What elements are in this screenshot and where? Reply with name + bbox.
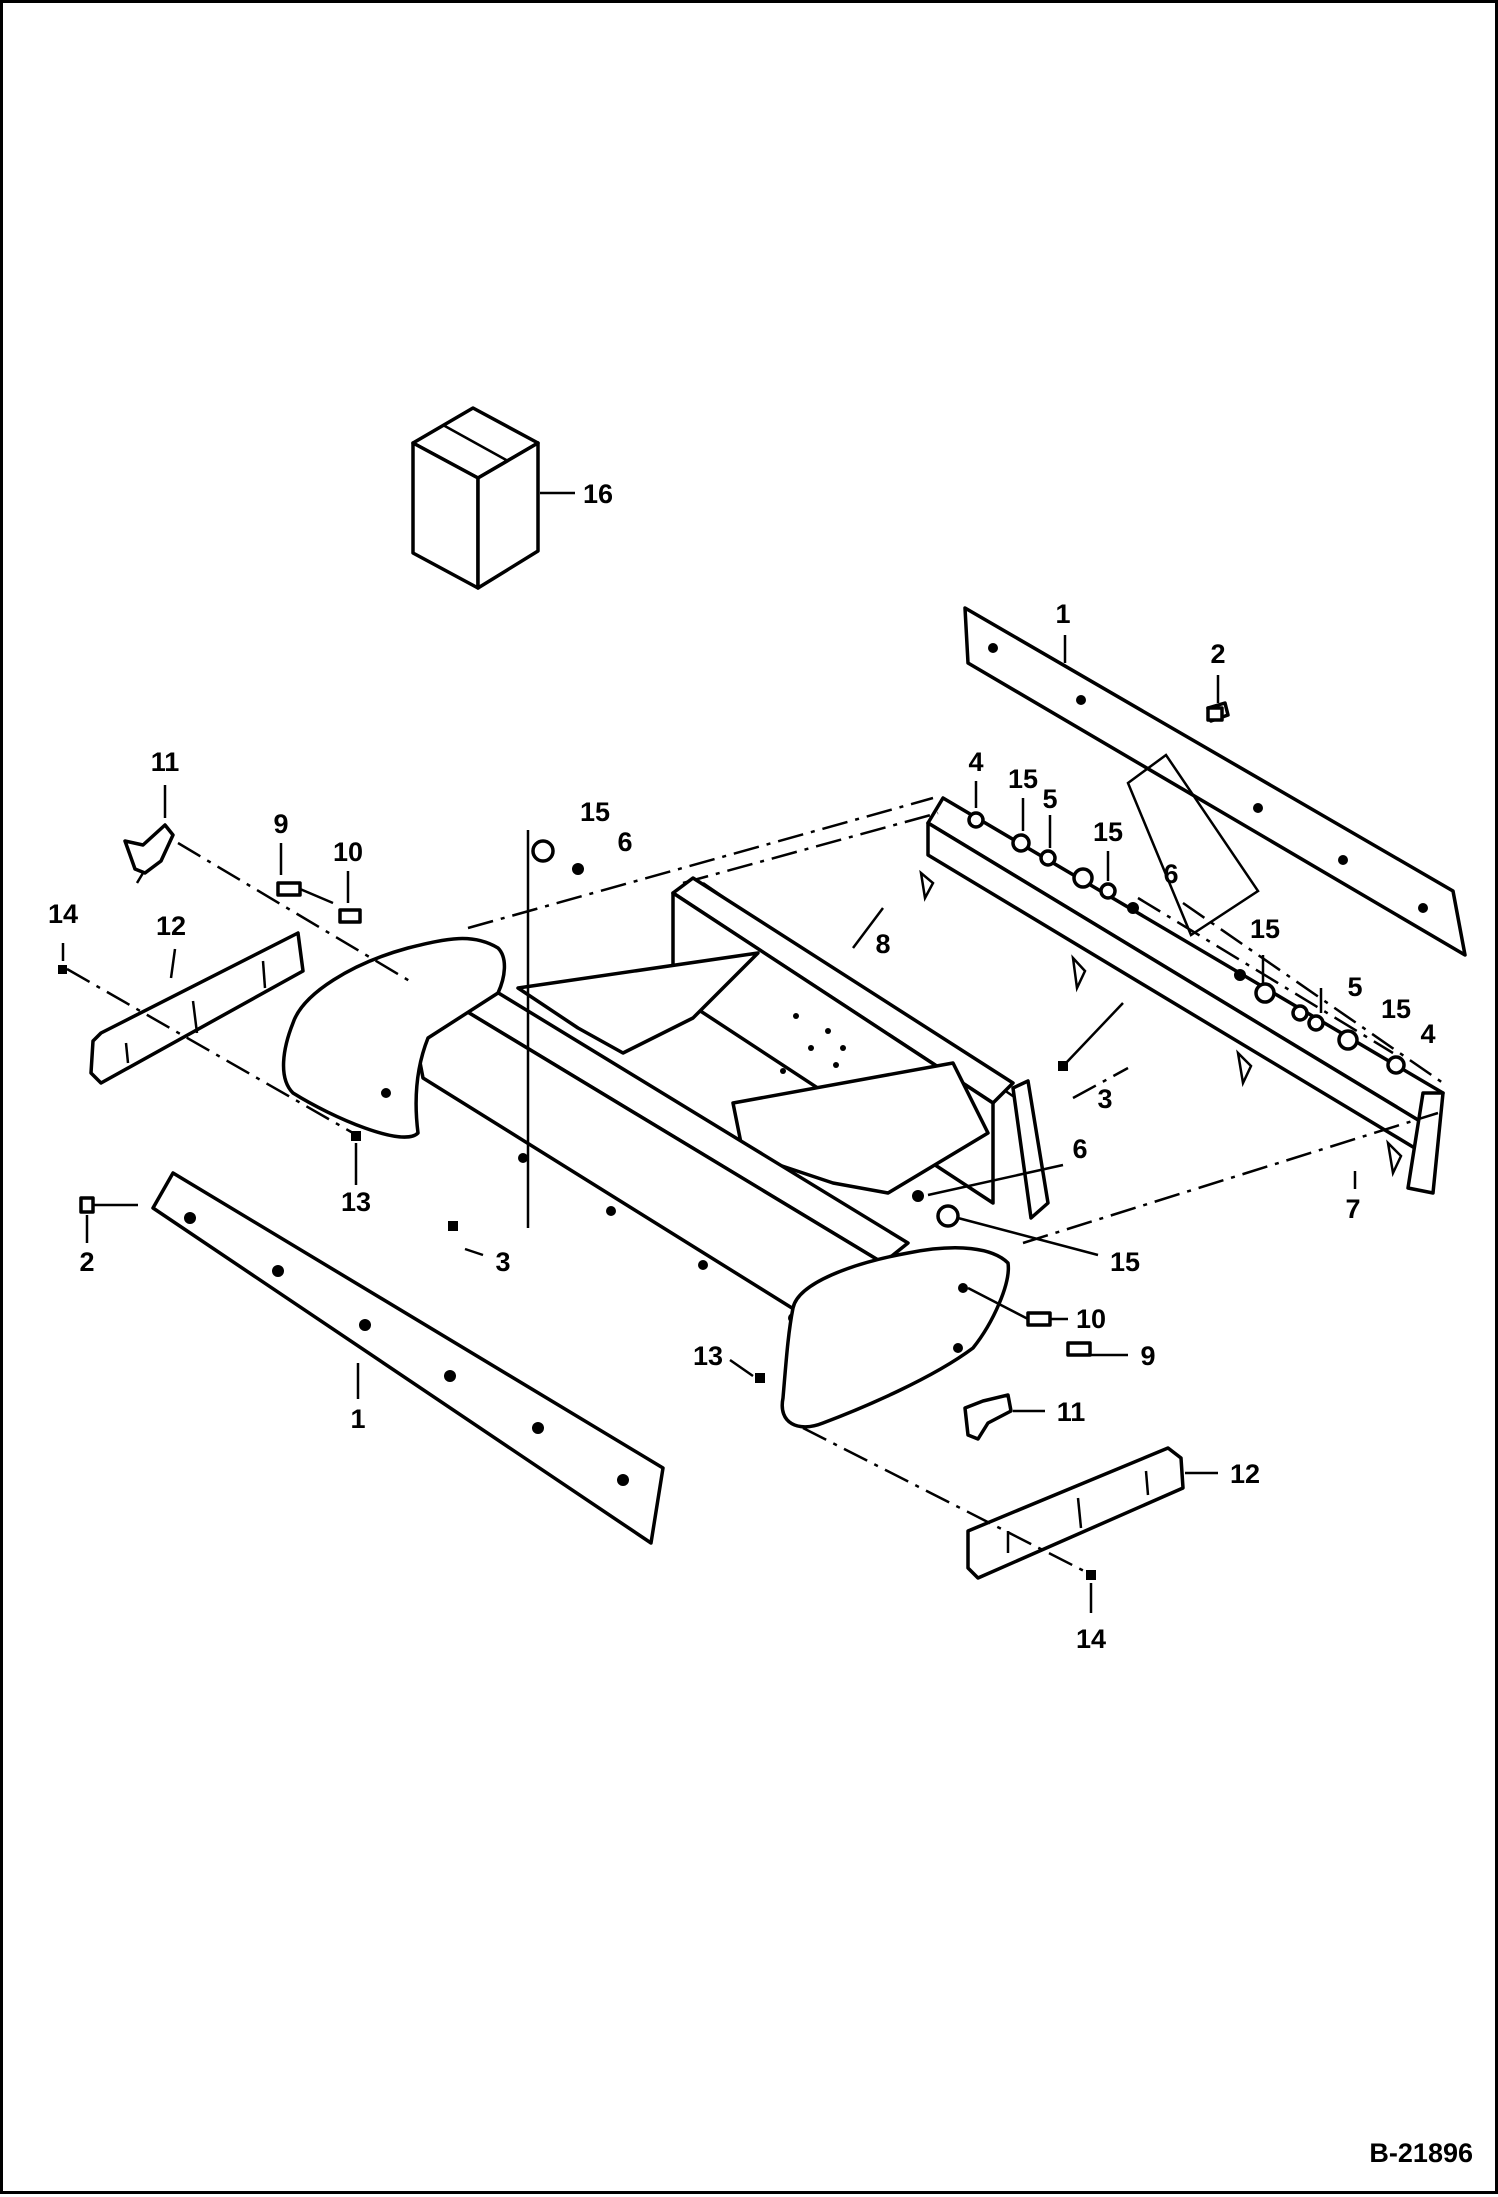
bolt-spacer-left: [177, 841, 414, 985]
callout-14a: 14: [48, 899, 78, 929]
callout-11b: 11: [1057, 1397, 1086, 1427]
callout-15c: 15: [1093, 817, 1123, 847]
callout-5b: 5: [1347, 972, 1362, 1002]
bolt-2-right: [1206, 706, 1224, 722]
bolt-3-right: [1058, 1002, 1124, 1071]
callout-labels: 1 1 2 2 3 3 4 4 5 5 6 6 6 7 8 9 9 10 10 …: [48, 479, 1436, 1654]
skid-shoe-left: [89, 931, 305, 1085]
callout-7: 7: [1345, 1194, 1360, 1224]
callout-12b: 12: [1230, 1459, 1260, 1489]
callout-5a: 5: [1042, 784, 1057, 814]
end-plate-right: [780, 1246, 1011, 1429]
callout-4a: 4: [968, 747, 983, 777]
end-plate-left: [281, 936, 507, 1139]
callout-14b: 14: [1076, 1624, 1106, 1654]
callout-9a: 9: [273, 809, 288, 839]
callout-6b: 6: [1163, 859, 1178, 889]
callout-9b: 9: [1140, 1341, 1155, 1371]
callout-6c: 6: [1072, 1134, 1087, 1164]
rear-frame-bar: [919, 796, 1445, 1195]
callout-3a: 3: [1097, 1084, 1112, 1114]
callout-1a: 1: [1055, 599, 1070, 629]
callout-3b: 3: [495, 1247, 510, 1277]
figure-id-label: B-21896: [1369, 2138, 1473, 2168]
handle-right: [963, 1393, 1045, 1441]
skid-shoe-right: [966, 1446, 1218, 1580]
callout-15a: 15: [580, 797, 610, 827]
bolt-3-left: [448, 830, 530, 1257]
callout-10b: 10: [1076, 1304, 1106, 1334]
handle-left: [123, 785, 175, 884]
callout-16: 16: [583, 479, 613, 509]
callout-2b: 2: [79, 1247, 94, 1277]
fasteners-13-14: [58, 943, 1096, 1613]
hardware-row-lower: [1234, 955, 1406, 1075]
exploded-parts-drawing: 1 1 2 2 3 3 4 4 5 5 6 6 6 7 8 9 9 10 10 …: [48, 406, 1467, 1654]
callout-13b: 13: [693, 1341, 723, 1371]
callout-11a: 11: [151, 747, 180, 777]
callout-2a: 2: [1210, 639, 1225, 669]
callout-1b: 1: [350, 1404, 365, 1434]
blade-center-section: [516, 876, 1050, 1220]
cutting-edge-left: [151, 1171, 665, 1545]
callout-15b: 15: [1008, 764, 1038, 794]
callout-6a: 6: [617, 827, 632, 857]
bolt-spacer-right: [967, 1286, 1128, 1357]
kit-box: [411, 406, 575, 590]
callout-8: 8: [875, 929, 890, 959]
callout-15d: 15: [1250, 914, 1280, 944]
callout-13a: 13: [341, 1187, 371, 1217]
hardware-row-upper: [967, 781, 1139, 914]
bolt-2-left: [79, 1196, 138, 1243]
callout-4b: 4: [1420, 1019, 1435, 1049]
callout-15e: 15: [1381, 994, 1411, 1024]
hardware-center: [531, 839, 1099, 1257]
callout-12a: 12: [156, 911, 186, 941]
callout-15f: 15: [1110, 1247, 1140, 1277]
callout-10a: 10: [333, 837, 363, 867]
